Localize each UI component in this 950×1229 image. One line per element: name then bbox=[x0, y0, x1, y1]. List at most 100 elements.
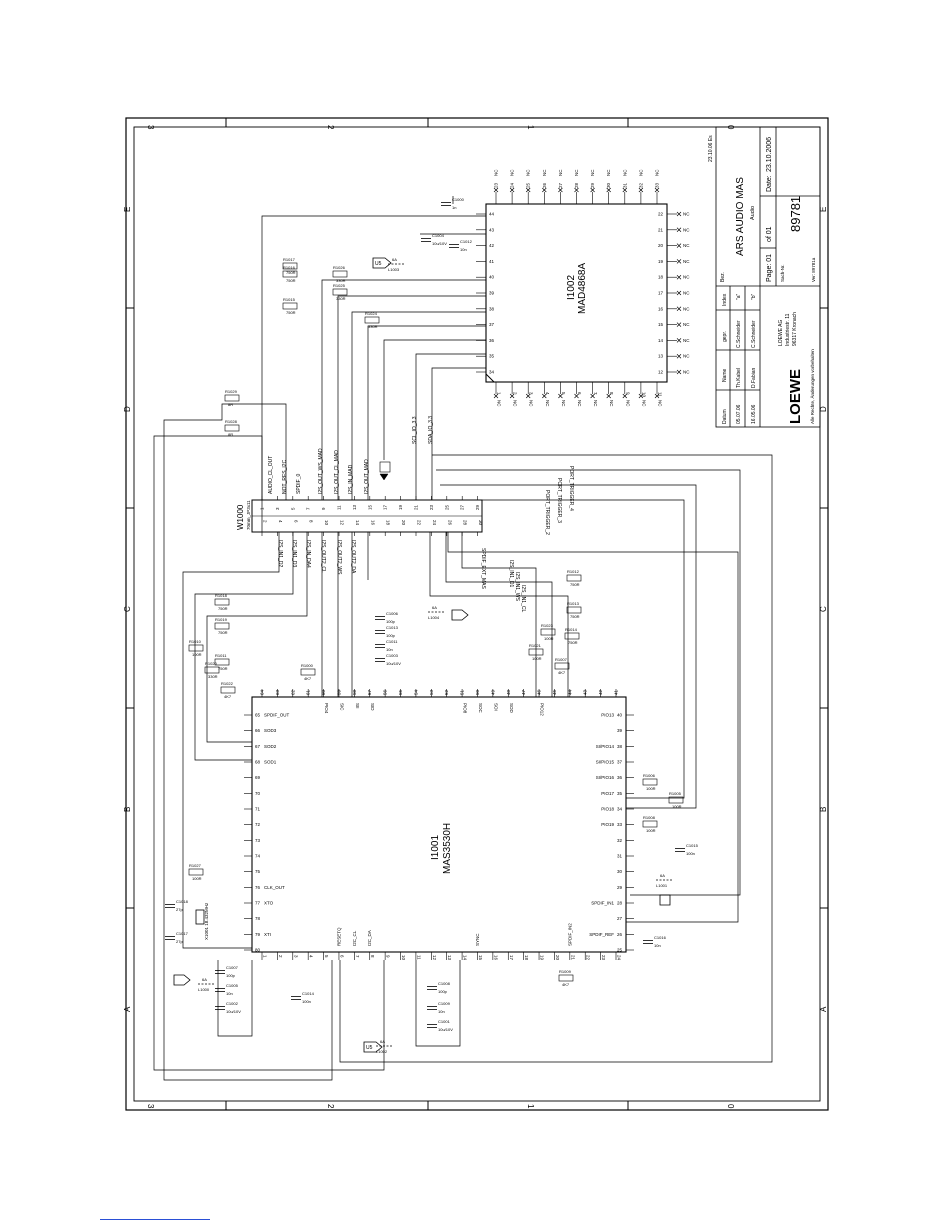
pin-number: 11 bbox=[337, 505, 342, 510]
no-connect-mark bbox=[676, 369, 682, 375]
no-connect-mark bbox=[676, 353, 682, 359]
capacitor-value: 27p bbox=[176, 939, 183, 944]
resistor-designator: R1025 bbox=[333, 283, 346, 288]
no-connect-mark bbox=[606, 393, 611, 399]
row-letter-b-left: B bbox=[123, 807, 132, 812]
pin-number: 27 bbox=[460, 504, 465, 510]
drawing-number: 89781 bbox=[788, 196, 803, 232]
project-subtitle: Audio bbox=[750, 206, 756, 220]
capacitor-value: 10n bbox=[386, 647, 393, 652]
pin-signal-label: RESETQ bbox=[336, 927, 341, 946]
pin-number: 46 bbox=[537, 689, 542, 695]
nc-label: NC bbox=[542, 169, 547, 176]
resistor-body bbox=[566, 606, 582, 614]
capacitor-value: 10n bbox=[654, 943, 661, 948]
resistor-value: 100R bbox=[192, 876, 202, 881]
resistor-body bbox=[364, 316, 380, 324]
no-connect-mark bbox=[606, 187, 611, 193]
resistor-body bbox=[224, 424, 240, 432]
pin-number: 6 bbox=[293, 520, 298, 523]
pin-signal-label: SI/PIO15 bbox=[596, 760, 615, 765]
pin-number: 45 bbox=[552, 689, 557, 695]
pin-number: 57 bbox=[367, 689, 372, 695]
nc-label: NC bbox=[683, 259, 690, 264]
resistor-designator: R1011 bbox=[215, 653, 227, 658]
pin-number: 4 bbox=[309, 955, 314, 958]
resistor-body bbox=[300, 668, 316, 676]
pin-number: 20 bbox=[401, 520, 406, 526]
pin-number: 66 bbox=[255, 728, 261, 733]
page-link-underline[interactable] bbox=[100, 1219, 210, 1220]
col-datum: Datum bbox=[722, 409, 728, 424]
resistor-value: 100R bbox=[646, 828, 656, 833]
pin-signal-label: SI/PIO16 bbox=[596, 775, 615, 780]
nc-label: NC bbox=[590, 169, 595, 176]
no-connect-mark bbox=[676, 290, 682, 296]
resistor-value: 750R bbox=[570, 614, 580, 619]
nc-label: NC bbox=[625, 400, 630, 407]
pin-number: 23 bbox=[601, 955, 606, 961]
resistor-designator: R1000 bbox=[301, 663, 314, 668]
resistor-body bbox=[540, 628, 556, 636]
pin-number: 73 bbox=[255, 838, 261, 843]
pin-number: 74 bbox=[255, 854, 261, 859]
inductor-value: 6A bbox=[432, 605, 437, 610]
net-scl-io: SCL_IO_3.3 bbox=[412, 416, 418, 444]
pin-number: 28 bbox=[617, 901, 623, 906]
pin-number: 47 bbox=[521, 689, 526, 695]
no-connect-mark bbox=[676, 274, 682, 280]
ic-mas-designator: I1001 bbox=[430, 835, 441, 860]
col-number-3-bottom: 3 bbox=[146, 1104, 155, 1109]
capacitor-designator: C1017 bbox=[176, 931, 189, 936]
resistor-value: 100R bbox=[646, 786, 656, 791]
no-connect-mark bbox=[676, 322, 682, 327]
resistor-value: 330R bbox=[368, 324, 378, 329]
pin-number: 26 bbox=[617, 932, 623, 937]
pin-number: 80 bbox=[255, 948, 261, 953]
resistor-value: 750R bbox=[286, 310, 296, 315]
pin-number: 9 bbox=[321, 507, 326, 510]
pin-number: 21 bbox=[570, 955, 575, 961]
passive-components: R1016750RR1017750RR1015750RR1026330RR102… bbox=[165, 197, 699, 1054]
ic-mas-body bbox=[251, 696, 627, 953]
capacitor-designator: C1009 bbox=[438, 1001, 451, 1006]
pin-number: 77 bbox=[255, 901, 261, 906]
pin-number: 27 bbox=[558, 182, 563, 188]
net-i2s-in-mad: I2S_IN_MAD bbox=[348, 464, 354, 494]
resistor-value: 750R bbox=[570, 582, 580, 587]
capacitor-designator: C1011 bbox=[386, 639, 398, 644]
pin-signal-label: I2C_DA bbox=[367, 930, 372, 946]
nc-label: NC bbox=[683, 354, 690, 359]
pin-number: 2 bbox=[263, 520, 268, 523]
nc-label: NC bbox=[683, 243, 690, 248]
pin-number: 1 bbox=[263, 955, 268, 958]
pin-number: 28 bbox=[463, 520, 468, 526]
resistor-value: 100R bbox=[532, 656, 542, 661]
inductor-designator: L1000 bbox=[198, 987, 210, 992]
pin-number: 5 bbox=[561, 392, 566, 395]
pin-number: 68 bbox=[255, 760, 261, 765]
nc-label: NC bbox=[529, 400, 534, 407]
no-connect-mark bbox=[590, 393, 595, 399]
no-connect-mark bbox=[525, 187, 531, 193]
resistor-value: 750R bbox=[218, 666, 228, 671]
capacitor-value: 100p bbox=[226, 973, 236, 978]
resistor-body bbox=[282, 270, 298, 278]
nc-label: NC bbox=[683, 306, 690, 311]
nc-label: NC bbox=[606, 169, 611, 176]
resistor-body bbox=[214, 622, 230, 630]
pin-signal-label: I2C_CL bbox=[352, 930, 357, 946]
capacitor-designator: C1002 bbox=[226, 1001, 239, 1006]
resistor-designator: R1007 bbox=[555, 657, 568, 662]
pin-number: 50 bbox=[475, 689, 480, 695]
col-number-2-bottom: 2 bbox=[326, 1104, 335, 1109]
resistor-body bbox=[282, 262, 298, 270]
resistor-designator: R1014 bbox=[565, 627, 578, 632]
no-connect-mark bbox=[493, 187, 499, 193]
resistor-designator: R1027 bbox=[189, 863, 202, 868]
capacitor-designator: C1005 bbox=[226, 983, 239, 988]
resistor-value: 330R bbox=[336, 278, 346, 283]
nc-label: NC bbox=[683, 275, 690, 280]
pin-number: 16 bbox=[370, 520, 375, 526]
